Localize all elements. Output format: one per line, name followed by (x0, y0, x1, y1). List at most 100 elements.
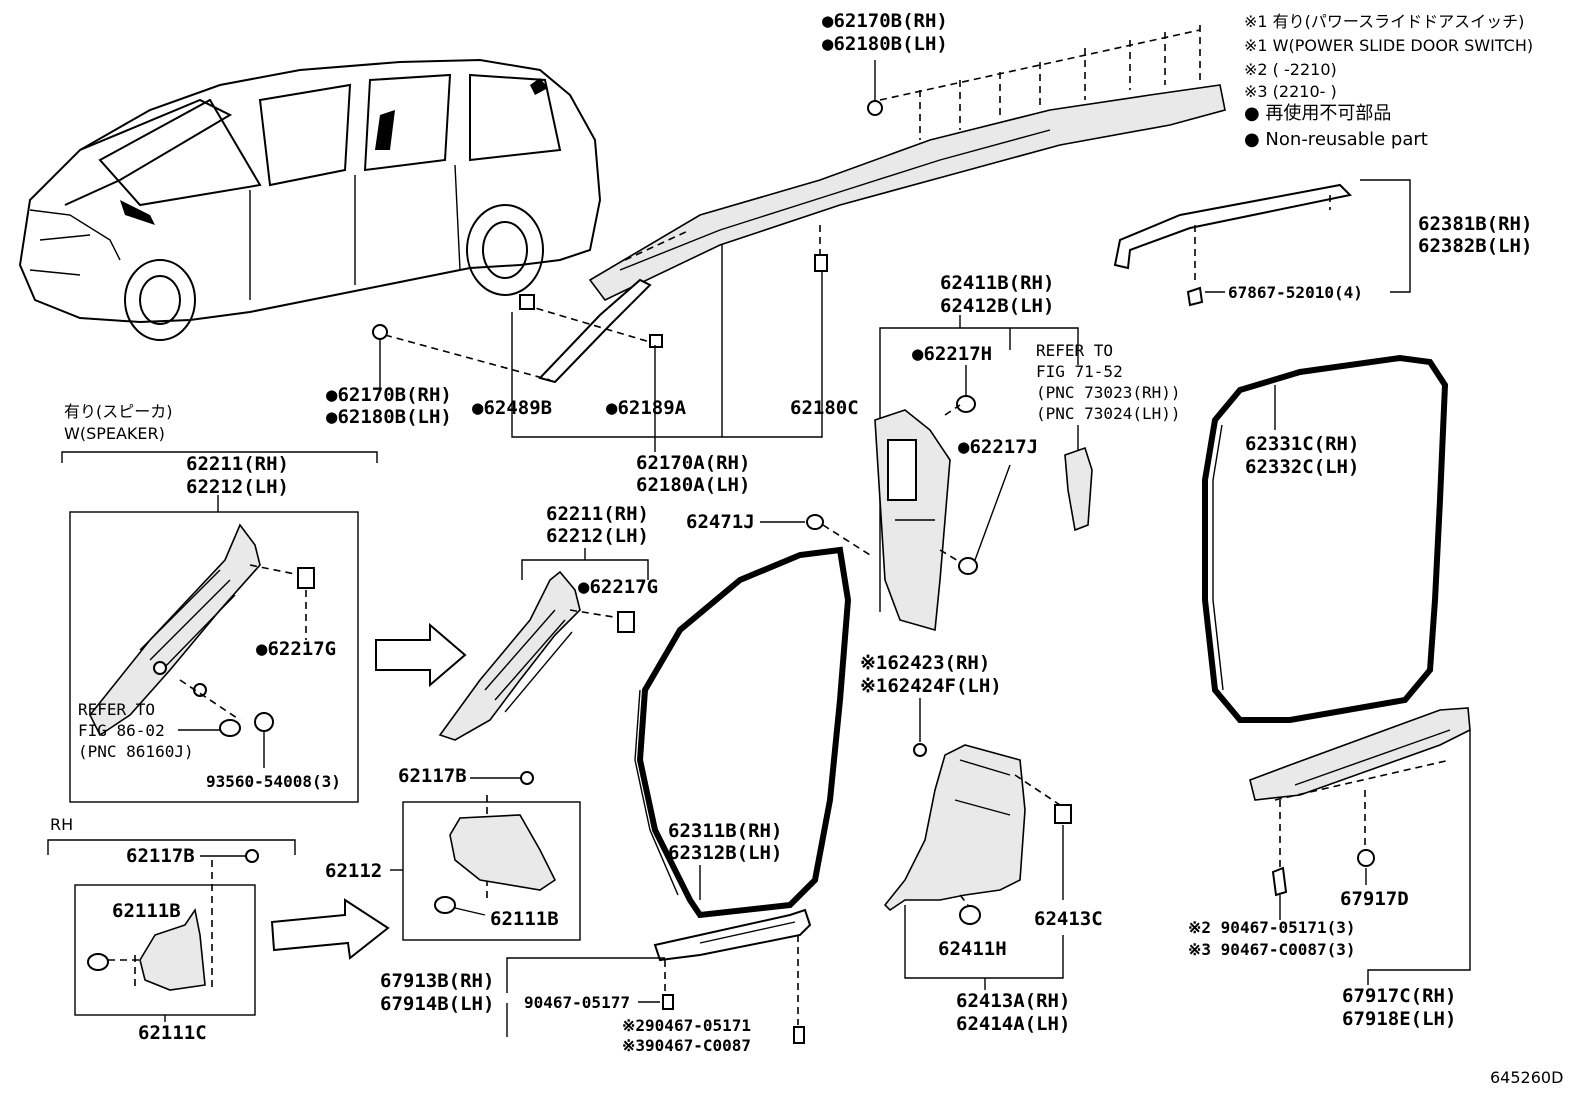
label-62111B-left: 62111B (112, 900, 181, 922)
bolt-93560 (254, 712, 274, 732)
clip-90467-05177 (662, 994, 674, 1010)
clip-62217J (958, 557, 978, 575)
label-67917D: 67917D (1340, 888, 1409, 910)
label-62111C: 62111C (138, 1022, 207, 1044)
clip-62180C (814, 254, 828, 272)
label-62217G-left: ●62217G (256, 638, 337, 660)
bracket-speaker (61, 451, 378, 463)
refer86-line1: REFER TO (78, 700, 156, 719)
label-62381B: 62381B(RH) (1418, 213, 1533, 235)
refer71-line2: FIG 71-52 (1036, 362, 1123, 381)
refer86-line2: FIG 86-02 (78, 721, 165, 740)
label-90467-C0087-front: ※390467-C0087 (622, 1036, 751, 1055)
label-62180A: 62180A(LH) (636, 474, 751, 496)
label-62211-left: 62211(RH) (186, 453, 289, 475)
clip-62170B (867, 100, 883, 116)
vehicle-illustration (18, 58, 602, 341)
label-62424F: ※162424F(LH) (860, 675, 1002, 697)
roof-rail-assembly (384, 25, 1226, 384)
legend-line-2: ※1 W(POWER SLIDE DOOR SWITCH) (1244, 36, 1534, 55)
label-67867: 67867-52010(4) (1228, 283, 1363, 302)
legend-line-6: ● Non-reusable part (1244, 129, 1428, 150)
label-90467-C0087-rear: ※3 90467-C0087(3) (1188, 940, 1356, 959)
speaker-part (219, 719, 241, 737)
clip-62111B-left (87, 953, 109, 971)
label-67913B: 67913B(RH) (380, 970, 495, 992)
label-62217G-mid: ●62217G (578, 576, 659, 598)
label-rh: RH (50, 815, 74, 834)
center-pillar-lower-garnish (883, 744, 1026, 912)
front-pillar-garnish (438, 570, 581, 741)
clip-90467-rear (1271, 866, 1288, 897)
clip-62413C (1054, 804, 1072, 824)
label-62382B: 62382B(LH) (1418, 235, 1533, 257)
legend-line-4: ※3 (2210- ) (1244, 82, 1337, 101)
clip-62117B-mid (520, 771, 534, 785)
label-62423: ※162423(RH) (860, 652, 991, 674)
label-62413A: 62413A(RH) (956, 990, 1071, 1012)
clip-62489B (519, 294, 535, 310)
label-62414A: 62414A(LH) (956, 1013, 1071, 1035)
label-62170B-left: ●62170B(RH) (326, 384, 452, 406)
label-62311B: 62311B(RH) (668, 820, 783, 842)
front-scuff-plate (653, 908, 812, 962)
box-62112 (402, 801, 581, 941)
seatbelt-anchor-ref (1064, 446, 1093, 532)
label-62412B: 62412B(LH) (940, 295, 1055, 317)
arrow-right-1 (375, 622, 467, 688)
label-62117B-left: 62117B (126, 845, 195, 867)
label-62217J: ●62217J (958, 436, 1039, 458)
clip-62217H (956, 395, 976, 413)
label-67914B: 67914B(LH) (380, 993, 495, 1015)
clip-62111B-mid (434, 896, 456, 914)
label-90467-05171-front: ※290467-05171 (622, 1016, 751, 1035)
legend-line-5: ● 再使用不可部品 (1244, 103, 1392, 124)
slide-door-weatherstrip (1202, 354, 1449, 723)
label-62411B: 62411B(RH) (940, 272, 1055, 294)
label-62332C: 62332C(LH) (1245, 456, 1360, 478)
label-62217H: ●62217H (912, 343, 993, 365)
label-62471J: 62471J (686, 511, 755, 533)
roof-side-garnish (1113, 179, 1411, 307)
box-speaker-variant (69, 511, 359, 803)
clip-62411H (959, 905, 981, 925)
label-90467-05171-rear: ※2 90467-05171(3) (1188, 918, 1356, 937)
label-62413C: 62413C (1034, 908, 1103, 930)
refer86-line3: (PNC 86160J) (78, 742, 194, 761)
label-62111B-mid: 62111B (490, 908, 559, 930)
lower-pillar-garnish (134, 907, 206, 991)
label-62331C: 62331C(RH) (1245, 433, 1360, 455)
label-62117B-mid: 62117B (398, 765, 467, 787)
front-door-weatherstrip (634, 546, 852, 919)
label-67918E: 67918E(LH) (1342, 1008, 1457, 1030)
label-62312B: 62312B(LH) (668, 842, 783, 864)
lower-garnish-62112 (449, 814, 557, 891)
label-62489B: ●62489B (472, 397, 553, 419)
figure-number: 645260D (1490, 1068, 1564, 1087)
clip-62217G-mid (617, 611, 635, 633)
label-62180C: 62180C (790, 397, 859, 419)
label-62180B-top: ●62180B(LH) (822, 33, 948, 55)
clip-67917D (1357, 849, 1375, 867)
label-62212-mid: 62212(LH) (546, 525, 649, 547)
refer71-line3: (PNC 73023(RH)) (1036, 383, 1181, 402)
clip-90467-05171 (793, 1026, 805, 1044)
clip-62189A (649, 334, 663, 348)
label-62170A: 62170A(RH) (636, 452, 751, 474)
clip-62471J (806, 514, 824, 530)
legend-line-1: ※1 有り(パワースライドドアスイッチ) (1244, 12, 1525, 31)
label-speaker-en: W(SPEAKER) (64, 424, 165, 443)
label-62189A: ●62189A (606, 397, 687, 419)
clip-62217G-left (297, 567, 315, 589)
legend-line-3: ※2 ( -2210) (1244, 60, 1337, 79)
arrow-right-2 (270, 898, 390, 960)
clip-62170B-left (372, 324, 388, 340)
center-pillar-upper-garnish (874, 409, 951, 632)
clip-62117B-left (245, 849, 259, 863)
label-62180B-left: ●62180B(LH) (326, 406, 452, 428)
refer71-line1: REFER TO (1036, 341, 1114, 360)
front-pillar-garnish-speaker (89, 523, 261, 737)
label-90467-05177: 90467-05177 (524, 993, 630, 1012)
